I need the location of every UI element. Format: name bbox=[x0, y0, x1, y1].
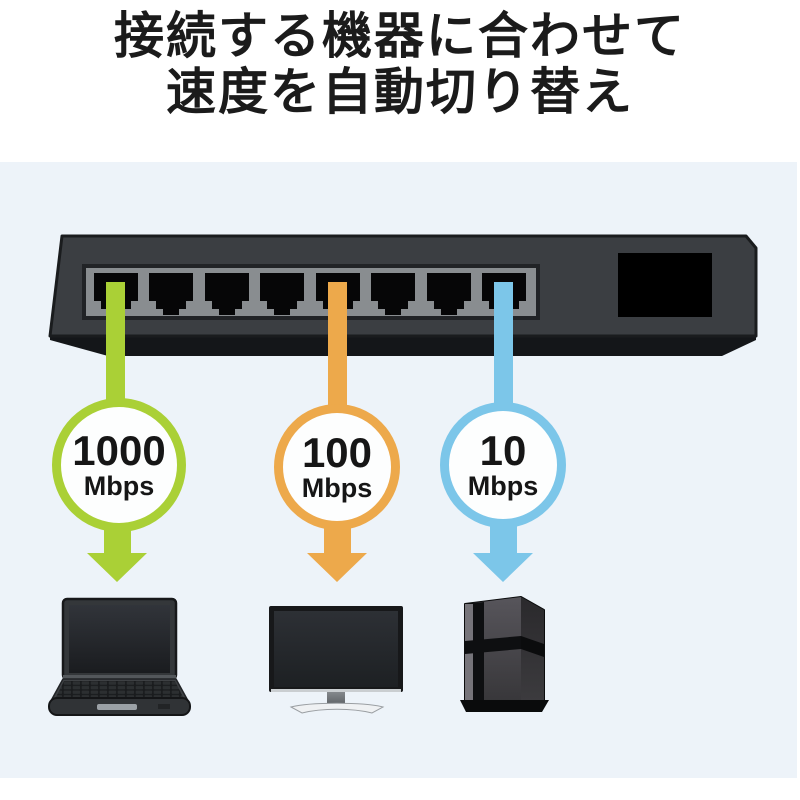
title-line-2: 速度を自動切り替え bbox=[166, 64, 634, 120]
speed-badge-1000mbps: 1000 Mbps bbox=[52, 398, 186, 532]
page-title: 接続する機器に合わせて 速度を自動切り替え bbox=[0, 8, 800, 120]
speed-unit-1000: Mbps bbox=[83, 470, 155, 501]
speed-badge-100mbps: 100 Mbps bbox=[274, 404, 400, 530]
title-line-1: 接続する機器に合わせて bbox=[114, 8, 686, 64]
speed-value-100: 100 bbox=[301, 428, 373, 476]
speed-value-10: 10 bbox=[479, 426, 527, 474]
speed-unit-10: Mbps bbox=[467, 470, 539, 501]
speed-unit-100: Mbps bbox=[301, 472, 373, 503]
speed-badge-10mbps: 10 Mbps bbox=[440, 402, 566, 528]
speed-value-1000: 1000 bbox=[72, 426, 166, 474]
